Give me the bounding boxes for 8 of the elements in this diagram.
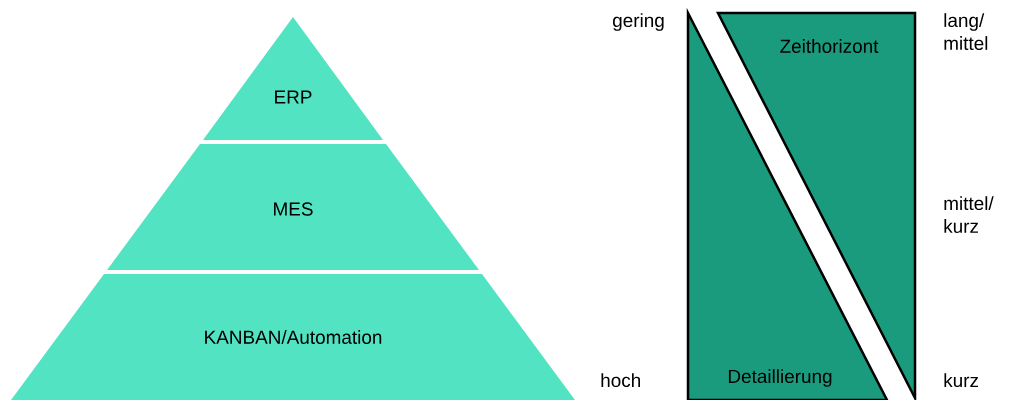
pyramid-level: MES bbox=[107, 144, 479, 270]
side-label: hoch bbox=[601, 373, 640, 388]
side-label: kurz bbox=[944, 373, 978, 388]
pyramid-level: KANBAN/Automation bbox=[11, 274, 575, 400]
side-label: gering bbox=[613, 13, 664, 31]
side-label: mittel/ kurz bbox=[944, 196, 994, 233]
side-label: lang/ mittel bbox=[944, 13, 988, 50]
pyramid-level: ERP bbox=[203, 17, 383, 140]
